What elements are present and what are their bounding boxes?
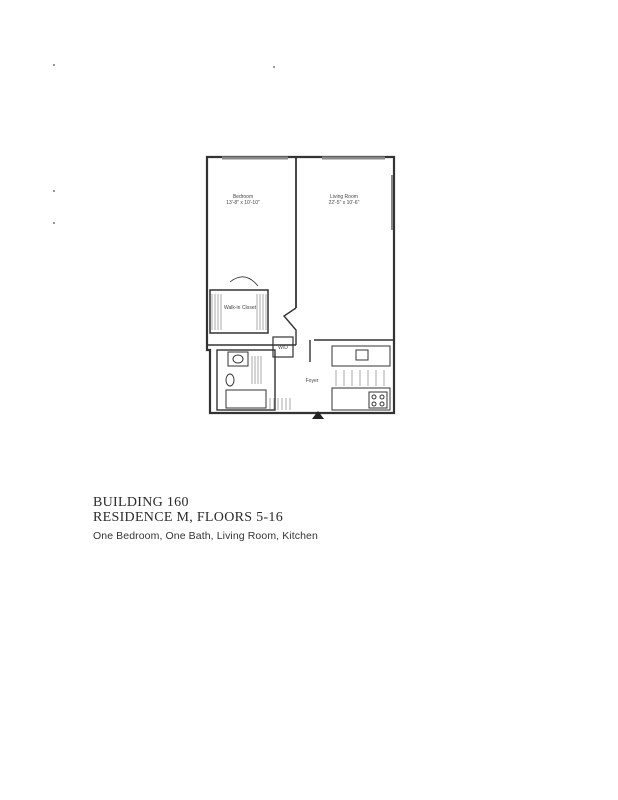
outer-wall — [205, 155, 396, 415]
burner — [371, 401, 377, 407]
toilet — [225, 373, 235, 387]
door-swing — [229, 276, 259, 287]
building-title: BUILDING 160 — [93, 495, 189, 510]
bath-shelving — [251, 356, 291, 410]
living-room-label: Living Room — [330, 194, 358, 200]
burner — [379, 394, 385, 400]
closet-label: Walk-in Closet — [224, 305, 257, 311]
scan-speck — [273, 66, 275, 68]
bedroom-label: Bedroom — [233, 194, 253, 200]
scan-speck — [53, 190, 55, 192]
wd-label: W/D — [278, 345, 288, 351]
walk-in-closet-wall — [209, 289, 269, 334]
burner — [379, 401, 385, 407]
interior-wall — [282, 307, 297, 345]
residence-title: RESIDENCE M, FLOORS 5-16 — [93, 510, 283, 525]
closet-shelving — [211, 294, 267, 330]
bathtub — [225, 389, 267, 409]
living-room-dims: 22'-5" x 10'-6" — [329, 200, 360, 206]
unit-description: One Bedroom, One Bath, Living Room, Kitc… — [93, 530, 318, 542]
vanity — [227, 351, 249, 367]
bedroom-dims: 13'-8" x 10'-10" — [226, 200, 260, 206]
kitchen-counter — [331, 387, 391, 411]
scan-speck — [53, 64, 55, 66]
sink — [232, 354, 244, 364]
stove — [368, 391, 388, 409]
washer-dryer-closet — [272, 336, 294, 358]
foyer-label: Foyer — [306, 378, 319, 384]
kitchen-sink — [355, 349, 369, 361]
kitchen-counter — [331, 345, 391, 367]
bathroom-wall — [216, 349, 276, 411]
burner — [371, 394, 377, 400]
entry-arrow — [312, 411, 324, 419]
kitchen-cabinets — [335, 370, 385, 386]
scan-speck — [53, 222, 55, 224]
